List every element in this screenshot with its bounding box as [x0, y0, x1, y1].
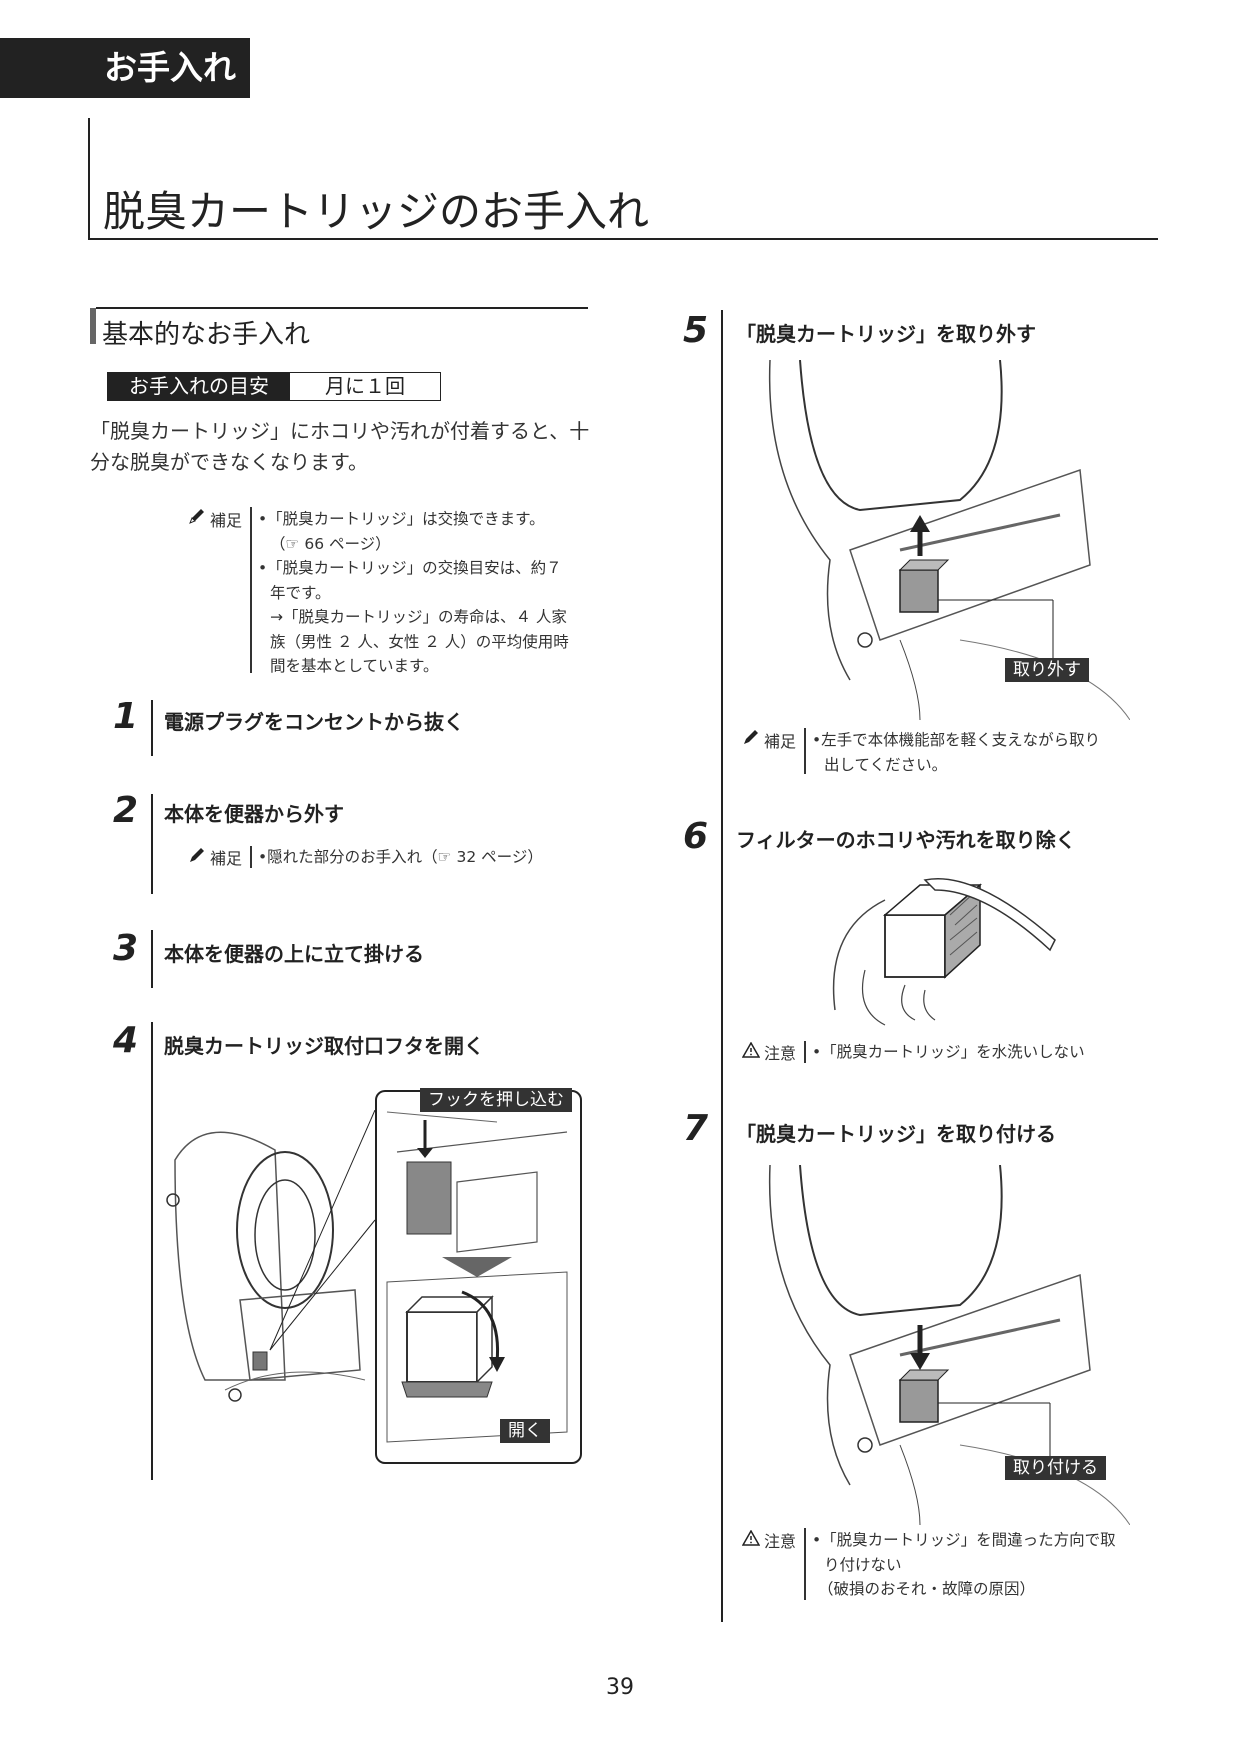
- note-body: •「脱臭カートリッジ」は交換できます。 （☞ 66 ページ） •「脱臭カートリッ…: [258, 507, 569, 679]
- note-separator: [804, 1528, 807, 1600]
- pencil-icon: [742, 728, 760, 750]
- step-text: 電源プラグをコンセントから抜く: [164, 710, 464, 734]
- page-number: 39: [606, 1675, 634, 1700]
- step-text: 「脱臭カートリッジ」を取り外す: [736, 322, 1036, 346]
- note-separator: [804, 1041, 807, 1064]
- callout-attach: 取り付ける: [1005, 1456, 1106, 1480]
- step7-note: 注意 •「脱臭カートリッジ」を間違った方向で取 り付けない （破損のおそれ・故障…: [741, 1528, 1116, 1602]
- subheading-rule: [96, 307, 588, 309]
- page-title: 脱臭カートリッジのお手入れ: [103, 187, 650, 236]
- note-line: （☞ 66 ページ）: [270, 534, 391, 553]
- attach-cartridge-illustration: [768, 1165, 1130, 1525]
- step-line: [151, 1022, 153, 1480]
- section-tab: お手入れ: [0, 38, 250, 98]
- callout-push-hook: フックを押し込む: [420, 1088, 572, 1112]
- step-number: 5: [682, 310, 708, 351]
- step-number: 4: [112, 1020, 138, 1061]
- note-line: り付けない: [824, 1555, 902, 1574]
- step5-note: 補足 •左手で本体機能部を軽く支えながら取り 出してください。: [742, 728, 1100, 777]
- step2-note: 補足 •隠れた部分のお手入れ（☞ 32 ページ）: [188, 845, 543, 870]
- basic-note: 補足 •「脱臭カートリッジ」は交換できます。 （☞ 66 ページ） •「脱臭カー…: [188, 507, 569, 679]
- step-number: 7: [682, 1108, 708, 1149]
- step-number: 2: [112, 790, 138, 831]
- pencil-icon: [188, 846, 206, 868]
- note-tag: 注意: [764, 1532, 797, 1551]
- intro-text: 「脱臭カートリッジ」にホコリや汚れが付着すると、十分な脱臭ができなくなります。: [90, 419, 590, 474]
- guide-value: 月に１回: [325, 374, 405, 398]
- toilet-illustration: [166, 1131, 366, 1402]
- callout-remove: 取り外す: [1005, 658, 1089, 682]
- subheading-bar: [90, 308, 96, 344]
- callout-open: 開く: [500, 1419, 550, 1443]
- title-divider: [88, 118, 90, 240]
- column-rule: [721, 310, 723, 1622]
- note-line: →「脱臭カートリッジ」の寿命は、４ 人家: [270, 608, 567, 626]
- leader-lines: [269, 1110, 376, 1351]
- step-text: 本体を便器から外す: [164, 802, 344, 826]
- title-rule: [88, 238, 1158, 240]
- guide-label: お手入れの目安: [108, 373, 290, 400]
- note-line: •「脱臭カートリッジ」を間違った方向で取: [812, 1531, 1116, 1549]
- note-tag: 補足: [210, 849, 243, 869]
- step-line: [151, 930, 153, 988]
- step-text: 「脱臭カートリッジ」を取り付ける: [736, 1122, 1056, 1146]
- remove-cartridge-illustration: [768, 360, 1130, 720]
- step-text: 脱臭カートリッジ取付口フタを開く: [164, 1034, 484, 1058]
- subheading: 基本的なお手入れ: [102, 320, 311, 350]
- step-number: 3: [112, 928, 138, 969]
- warning-icon: [741, 1041, 761, 1062]
- care-guide-box: お手入れの目安 月に１回: [107, 372, 441, 401]
- step-number: 1: [112, 696, 138, 737]
- pencil-icon: [188, 507, 206, 529]
- step6-note: 注意 •「脱臭カートリッジ」を水洗いしない: [741, 1040, 1085, 1065]
- note-line: •「脱臭カートリッジ」は交換できます。: [258, 510, 545, 528]
- note-separator: [804, 728, 807, 774]
- note-line: 出してください。: [824, 755, 948, 774]
- warning-icon: [741, 1529, 761, 1550]
- note-body: •隠れた部分のお手入れ（☞ 32 ページ）: [258, 848, 543, 866]
- note-line: 年です。: [270, 583, 331, 602]
- note-body: •「脱臭カートリッジ」を間違った方向で取 り付けない （破損のおそれ・故障の原因…: [812, 1528, 1116, 1602]
- note-separator: [250, 846, 253, 869]
- note-line: 間を基本としています。: [270, 657, 439, 675]
- note-tag: 注意: [764, 1044, 797, 1064]
- note-line: •左手で本体機能部を軽く支えながら取り: [812, 731, 1101, 749]
- step-text: 本体を便器の上に立て掛ける: [164, 942, 424, 966]
- note-line: 族（男性 ２ 人、女性 ２ 人）の平均使用時: [270, 632, 569, 651]
- step-line: [151, 700, 153, 756]
- note-line: （破損のおそれ・故障の原因）: [818, 1580, 1036, 1598]
- step-line: [151, 794, 153, 894]
- detail-box: [375, 1090, 582, 1464]
- note-line: •「脱臭カートリッジ」の交換目安は、約７: [258, 559, 562, 577]
- detail-illustration: [386, 1111, 568, 1443]
- step-number: 6: [682, 816, 708, 857]
- note-tag: 補足: [764, 732, 797, 751]
- note-tag: 補足: [210, 511, 243, 530]
- filter-cleaning-illustration: [832, 878, 1056, 1026]
- note-body: •左手で本体機能部を軽く支えながら取り 出してください。: [812, 728, 1100, 777]
- note-body: •「脱臭カートリッジ」を水洗いしない: [812, 1043, 1085, 1061]
- step-text: フィルターのホコリや汚れを取り除く: [736, 828, 1076, 852]
- note-separator: [250, 507, 253, 673]
